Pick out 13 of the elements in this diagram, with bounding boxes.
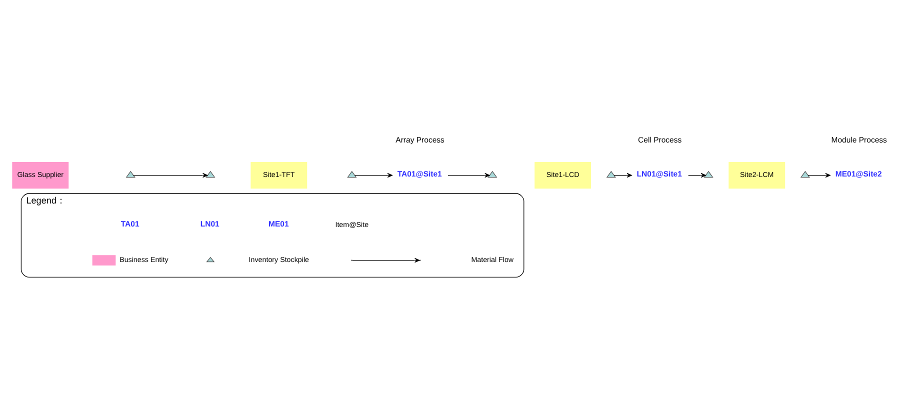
node-triangle [347,170,357,178]
node-triangle [704,170,714,178]
node-triangle [800,170,810,178]
arrow [614,172,632,178]
node-triangle [206,170,216,178]
node-triangle [606,170,616,178]
arrow [354,172,392,178]
node-triangle [126,170,136,178]
node-triangle [488,170,498,178]
arrow [808,172,830,178]
arrow [688,172,706,178]
arrow [133,172,208,178]
arrow [448,172,490,178]
